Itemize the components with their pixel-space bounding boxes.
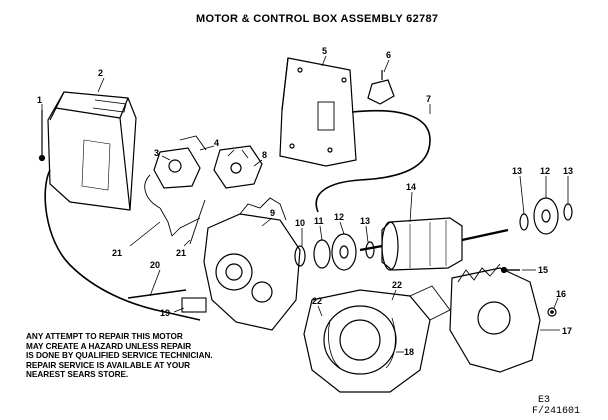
terminal-block	[367, 70, 395, 105]
leader-lines	[41, 55, 569, 353]
callout-12: 12	[334, 212, 344, 222]
control-box-cover	[47, 91, 137, 211]
end-bell	[203, 197, 301, 331]
end-bell-right	[449, 263, 541, 373]
callout-1: 1	[37, 95, 42, 105]
callout-15: 15	[538, 265, 548, 275]
tie-rod	[127, 289, 187, 299]
callout-18: 18	[404, 347, 414, 357]
screw-15	[500, 266, 520, 274]
warning-line: ANY ATTEMPT TO REPAIR THIS MOTOR	[26, 332, 183, 341]
callout-16: 16	[556, 289, 566, 299]
callout-9: 9	[270, 208, 275, 218]
callout-10: 10	[295, 218, 305, 228]
callout-20: 20	[150, 260, 160, 270]
callout-labels: 1 2 3 4 5 6 7 8 9 10 11 12 13 14 12 13 1…	[37, 46, 573, 357]
rotor	[359, 217, 509, 271]
screw-16	[547, 307, 557, 317]
stator	[303, 285, 451, 393]
relay	[213, 145, 263, 189]
callout-19: 19	[160, 308, 170, 318]
box-wire	[44, 169, 201, 321]
warning-line: IS DONE BY QUALIFIED SERVICE TECHNICIAN.	[26, 351, 213, 361]
callout-8: 8	[262, 150, 267, 160]
diagram-title: MOTOR & CONTROL BOX ASSEMBLY 62787	[196, 13, 439, 25]
bearing-stack	[294, 233, 375, 271]
callout-22b: 22	[392, 280, 402, 290]
callout-21b: 21	[176, 248, 186, 258]
callout-6: 6	[386, 50, 391, 60]
callout-12b: 12	[540, 166, 550, 176]
warning-line: NEAREST SEARS STORE.	[26, 370, 129, 380]
callout-11: 11	[314, 216, 324, 226]
callout-3: 3	[154, 148, 159, 158]
callout-21a: 21	[112, 248, 122, 258]
warning-line: MAY CREATE A HAZARD UNLESS REPAIR	[26, 341, 192, 351]
callout-14: 14	[406, 182, 416, 192]
switch-assembly	[144, 135, 207, 209]
callout-13c: 13	[512, 166, 522, 176]
warning-line: REPAIR SERVICE IS AVAILABLE AT YOUR	[26, 360, 191, 370]
callout-2: 2	[98, 68, 103, 78]
callout-5: 5	[322, 46, 327, 56]
right-bearing	[519, 197, 573, 235]
figure-code: F/241601	[532, 406, 581, 417]
lead-21a	[159, 207, 173, 237]
power-cord	[315, 109, 431, 213]
callout-22a: 22	[312, 296, 322, 306]
mounting-plate	[279, 57, 357, 167]
page-code: E3	[538, 395, 551, 406]
lead-21b	[189, 199, 206, 245]
repair-warning: ANY ATTEMPT TO REPAIR THIS MOTOR MAY CRE…	[26, 332, 276, 380]
callout-13b: 13	[563, 166, 573, 176]
callout-17: 17	[562, 326, 572, 336]
callout-7: 7	[426, 94, 431, 104]
callout-13: 13	[360, 216, 370, 226]
clip	[181, 297, 207, 313]
callout-4: 4	[214, 138, 219, 148]
cover-screw	[38, 110, 46, 162]
